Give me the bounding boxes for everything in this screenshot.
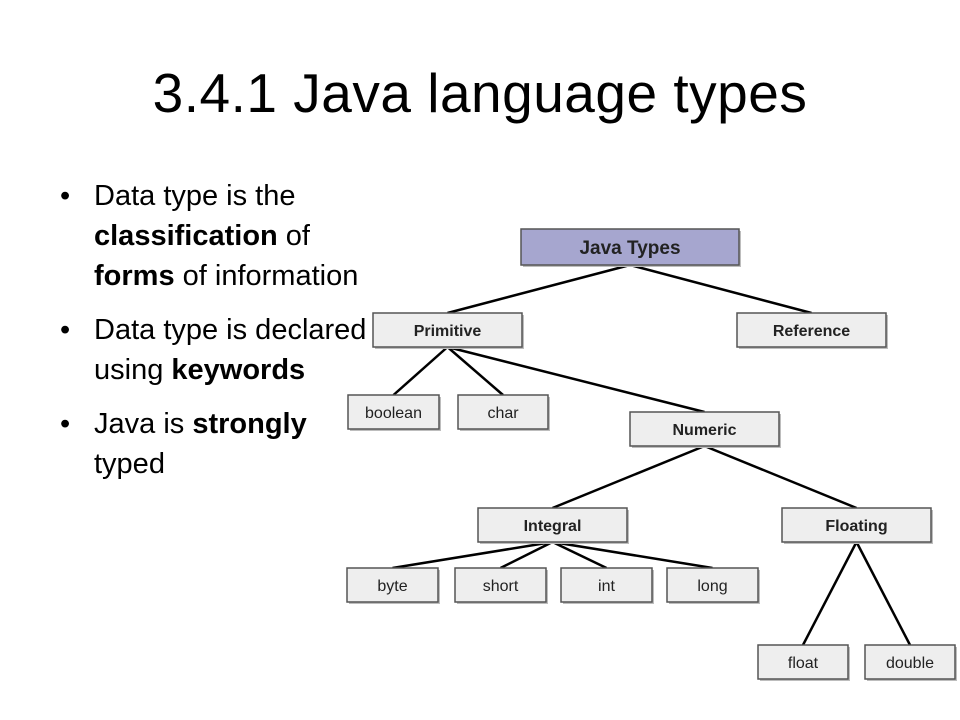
tree-edges (392, 263, 912, 646)
node-label: char (487, 405, 519, 422)
node-int: int (560, 567, 654, 604)
bullet-text: Data type is the (94, 180, 296, 212)
edge-integral-to-short (499, 540, 554, 570)
node-box (477, 507, 628, 543)
node-float: float (757, 644, 850, 681)
node-label: Java Types (579, 238, 680, 259)
bullet-keyword: forms (94, 260, 175, 292)
edge-numeric-to-floating (704, 444, 857, 510)
node-label: long (697, 578, 727, 595)
bullet-text: Data type is declared using (94, 314, 367, 386)
node-double: double (864, 644, 957, 681)
edge-floating-to-double (855, 541, 912, 646)
node-floating: Floating (781, 507, 933, 544)
bullet-keyword: strongly (192, 408, 307, 440)
node-label: int (598, 578, 615, 595)
node-long: long (666, 567, 760, 604)
node-label: Numeric (672, 422, 736, 439)
node-box (560, 567, 653, 603)
node-label: double (886, 655, 934, 672)
bullet-keyword: keywords (171, 354, 306, 386)
node-box (346, 567, 439, 603)
edge-primitive-to-boolean (392, 346, 449, 396)
node-box (757, 644, 849, 680)
bullet-item: Java is strongly typed (58, 404, 378, 484)
node-boolean: boolean (347, 394, 441, 431)
node-label: boolean (365, 405, 422, 422)
node-label: Floating (825, 518, 887, 535)
edge-primitive-to-numeric (447, 345, 705, 414)
node-short: short (454, 567, 548, 604)
edge-integral-to-int (551, 540, 608, 570)
edge-numeric-to-integral (552, 444, 705, 510)
node-char: char (457, 394, 550, 431)
slide-title: 3.4.1 Java language types (152, 62, 808, 124)
node-reference: Reference (736, 312, 888, 349)
node-label: float (788, 655, 819, 672)
node-box (629, 411, 780, 447)
node-box (457, 394, 549, 430)
bullet-text: Java is (94, 408, 193, 440)
node-box (864, 644, 956, 680)
bullet-item: Data type is declared using keywords (58, 310, 378, 390)
node-java-types: Java Types (520, 228, 741, 267)
node-primitive: Primitive (372, 312, 524, 349)
node-box (666, 567, 759, 603)
node-label: Reference (773, 323, 850, 340)
bullet-text: of (277, 220, 310, 252)
node-byte: byte (346, 567, 440, 604)
bullet-item: Data type is the classification of forms… (58, 176, 378, 296)
node-label: short (483, 578, 519, 595)
bullet-text: of information (174, 260, 359, 292)
node-label: Integral (524, 518, 582, 535)
node-box (520, 228, 740, 266)
bullet-keyword: classification (94, 220, 278, 252)
edge-integral-to-byte (392, 540, 553, 570)
node-box (454, 567, 547, 603)
node-label: byte (377, 578, 407, 595)
node-box (781, 507, 932, 543)
bullet-list: Data type is the classification of forms… (58, 176, 378, 498)
edge-primitive-to-char (446, 346, 504, 396)
node-integral: Integral (477, 507, 629, 544)
node-box (736, 312, 887, 348)
edge-java-types-to-reference (629, 263, 812, 315)
node-numeric: Numeric (629, 411, 781, 448)
node-box (347, 394, 440, 430)
node-box (372, 312, 523, 348)
edge-integral-to-long (552, 540, 713, 570)
edge-java-types-to-primitive (447, 263, 631, 315)
node-label: Primitive (414, 323, 482, 340)
bullet-text: typed (94, 448, 165, 480)
edge-floating-to-float (801, 541, 858, 646)
